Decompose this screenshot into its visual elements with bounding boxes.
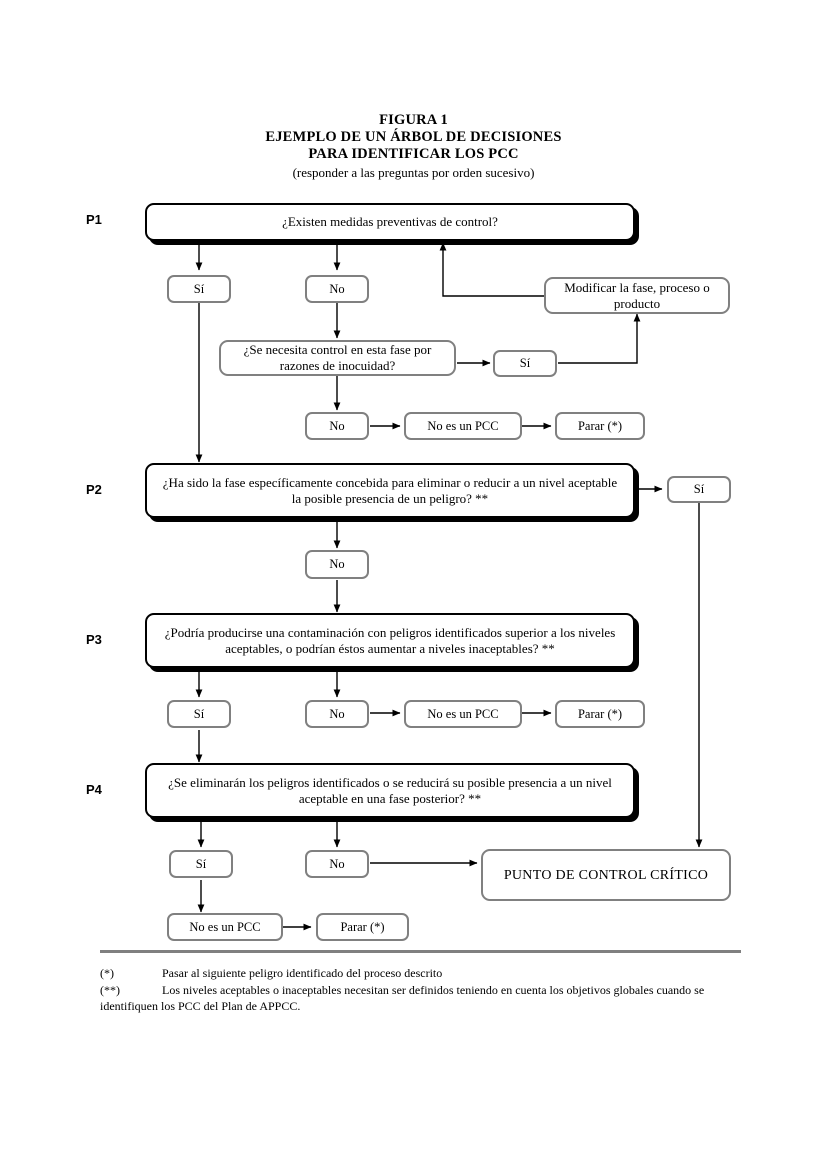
answer-box-q1b-si[interactable]: Sí [493,350,557,377]
answer-p4-si-text: Sí [195,856,207,871]
question-p3-text: ¿Podría producirse una contaminación con… [164,624,616,656]
result-pcc-text: PUNTO DE CONTROL CRÍTICO [503,867,709,883]
question-box-p1[interactable]: ¿Existen medidas preventivas de control? [145,203,635,241]
answer-p1-no-text: No [329,281,345,296]
footer-divider [100,950,741,953]
question-p4-text: ¿Se eliminarán los peligros identificado… [168,774,612,806]
answer-box-p3-si[interactable]: Sí [167,700,231,728]
footnote-text-2: Los niveles aceptables o inaceptables ne… [100,982,705,1014]
footnote-mark-2: (**) [100,982,120,997]
terminal-no-es-pcc-3-text: No es un PCC [189,919,261,934]
stage-label-p3: P3 [86,632,102,647]
question-p1-text: ¿Existen medidas preventivas de control? [282,214,498,229]
answer-q1b-si-text: Sí [519,356,531,370]
title-line-1: FIGURA 1 [379,112,448,128]
answer-p2-si-text: Sí [693,482,705,496]
footnote-row-2: (**)Los niveles aceptables o inaceptable… [100,982,750,1015]
terminal-box-parar-1[interactable]: Parar (*) [555,412,645,440]
question-box-p4[interactable]: ¿Se eliminarán los peligros identificado… [145,763,635,818]
footnote-mark-1: (*) [100,966,114,980]
terminal-box-no-es-pcc-3[interactable]: No es un PCC [167,913,283,941]
terminal-box-parar-2[interactable]: Parar (*) [555,700,645,728]
footnotes: (*) Pasar al siguiente peligro identifica… [100,965,750,1015]
title-line-2: EJEMPLO DE UN ÁRBOL DE DECISIONES [265,129,562,145]
answer-box-p2-si[interactable]: Sí [667,476,731,503]
edge-si-to-modificar [558,313,641,364]
question-box-p2[interactable]: ¿Ha sido la fase específicamente concebi… [145,463,635,518]
question-box-p3[interactable]: ¿Podría producirse una contaminación con… [145,613,635,668]
answer-p3-si-text: Sí [193,706,205,721]
edge-modificar-to-p1 [439,242,545,297]
terminal-parar-3-text: Parar (*) [340,919,385,934]
stage-label-p1: P1 [86,212,102,227]
terminal-box-no-es-pcc-1[interactable]: No es un PCC [404,412,522,440]
answer-p1-si-text: Sí [193,281,205,296]
question-q1b-text: ¿Se necesita control en esta fase por ra… [243,342,432,373]
answer-box-p3-no[interactable]: No [305,700,369,728]
terminal-parar-1-text: Parar (*) [577,418,623,433]
terminal-box-no-es-pcc-2[interactable]: No es un PCC [404,700,522,728]
answer-box-p1-si[interactable]: Sí [167,275,231,303]
answer-box-p1-no[interactable]: No [305,275,369,303]
answer-box-p4-no[interactable]: No [305,850,369,878]
question-box-q1b[interactable]: ¿Se necesita control en esta fase por ra… [219,340,456,376]
terminal-parar-2-text: Parar (*) [577,706,623,721]
terminal-box-modificar[interactable]: Modificar la fase, proceso o producto [544,277,730,314]
stage-label-p4: P4 [86,782,102,797]
title-subtitle: (responder a las preguntas por orden suc… [292,165,535,180]
answer-p3-no-text: No [329,706,345,721]
terminal-no-es-pcc-1-text: No es un PCC [427,418,499,433]
answer-p2-no-text: No [329,557,345,571]
question-p2-text: ¿Ha sido la fase específicamente concebi… [162,474,618,506]
footnote-text-1: Pasar al siguiente peligro identificado … [162,966,443,980]
stage-label-p2: P2 [86,482,102,497]
answer-p4-no-text: No [329,856,345,871]
figure-title: FIGURA 1 EJEMPLO DE UN ÁRBOL DE DECISION… [0,112,827,181]
answer-box-p2-no[interactable]: No [305,550,369,579]
answer-q1b-no-text: No [329,418,345,433]
result-box-punto-de-control-critico[interactable]: PUNTO DE CONTROL CRÍTICO [481,849,731,901]
answer-box-q1b-no[interactable]: No [305,412,369,440]
title-line-3: PARA IDENTIFICAR LOS PCC [308,146,519,162]
terminal-modificar-text: Modificar la fase, proceso o producto [564,279,710,311]
terminal-no-es-pcc-2-text: No es un PCC [427,706,499,721]
answer-box-p4-si[interactable]: Sí [169,850,233,878]
terminal-box-parar-3[interactable]: Parar (*) [316,913,409,941]
footnote-row-1: (*) Pasar al siguiente peligro identifica… [100,965,750,982]
